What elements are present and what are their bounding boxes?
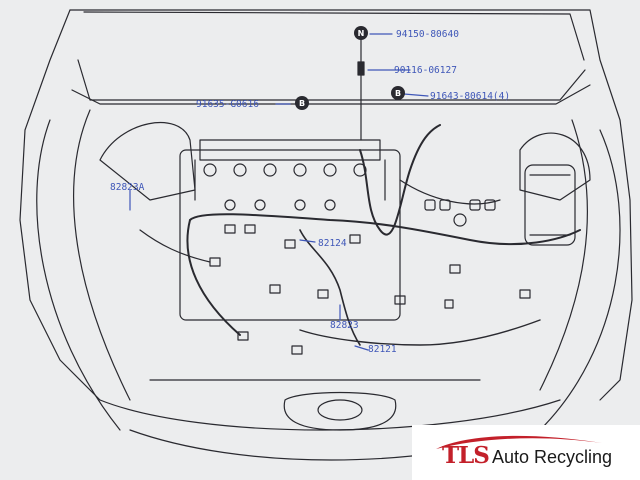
part-label: 82124 <box>318 238 347 249</box>
part-label: 82121 <box>368 344 397 355</box>
callout-letter: N <box>358 29 365 38</box>
left-fender <box>36 119 121 431</box>
part-label: 94150-80640 <box>396 29 459 40</box>
svg-text:B: B <box>299 99 305 108</box>
hood-outline <box>69 9 633 401</box>
part-label: 91643-80614(4) <box>430 91 510 102</box>
svg-text:B: B <box>395 89 401 98</box>
part-label: 82823 <box>330 320 359 331</box>
car-swoosh-icon <box>436 435 602 449</box>
part-label: 90116-06127 <box>394 65 457 76</box>
front-bumper <box>99 399 561 431</box>
logo-prefix: TLS <box>442 442 490 469</box>
company-logo: TLS Auto Recycling <box>412 425 640 480</box>
right-fender <box>539 129 621 431</box>
logo-suffix: Auto Recycling <box>492 447 613 467</box>
part-label: 82823A <box>110 182 145 193</box>
fuse-box <box>524 164 576 246</box>
part-label: 91635-G0616 <box>196 99 259 110</box>
grille-emblem <box>283 391 397 431</box>
wire-harness <box>189 213 581 246</box>
engine-block <box>179 149 401 321</box>
